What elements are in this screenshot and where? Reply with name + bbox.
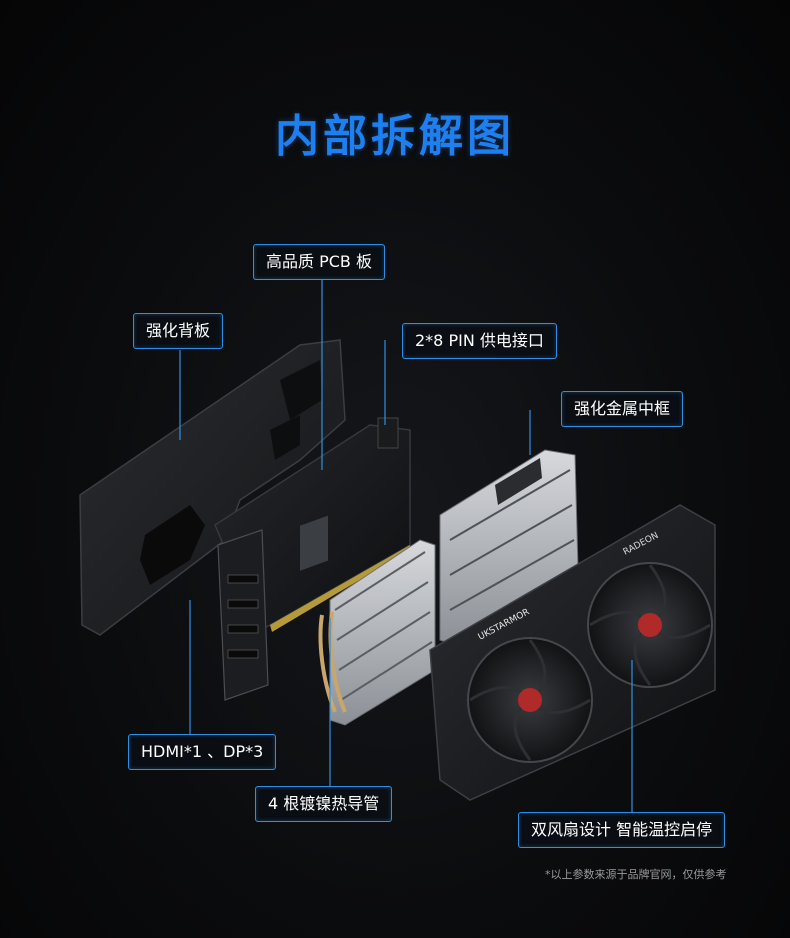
fan-shroud-part: UKSTARMOR RADEON [429, 504, 716, 801]
label-backplate: 强化背板 [133, 313, 224, 349]
callout-lines [179, 280, 633, 812]
label-display-ports: HDMI*1 、DP*3 [128, 734, 277, 770]
middle-frame-part [439, 449, 579, 646]
backplate-part [79, 339, 346, 636]
label-power-connector: 2*8 PIN 供电接口 [402, 323, 557, 359]
page-title: 内部拆解图 [275, 111, 515, 162]
label-heatpipes: 4 根镀镍热导管 [255, 786, 393, 822]
disclaimer-footnote: *以上参数来源于品牌官网，仅供参考 [545, 868, 727, 881]
label-metal-frame: 强化金属中框 [561, 391, 684, 427]
io-bracket-part [217, 529, 269, 701]
heatsink-part [318, 539, 436, 726]
label-fans: 双风扇设计 智能温控启停 [518, 812, 726, 848]
label-pcb: 高品质 PCB 板 [253, 244, 385, 280]
